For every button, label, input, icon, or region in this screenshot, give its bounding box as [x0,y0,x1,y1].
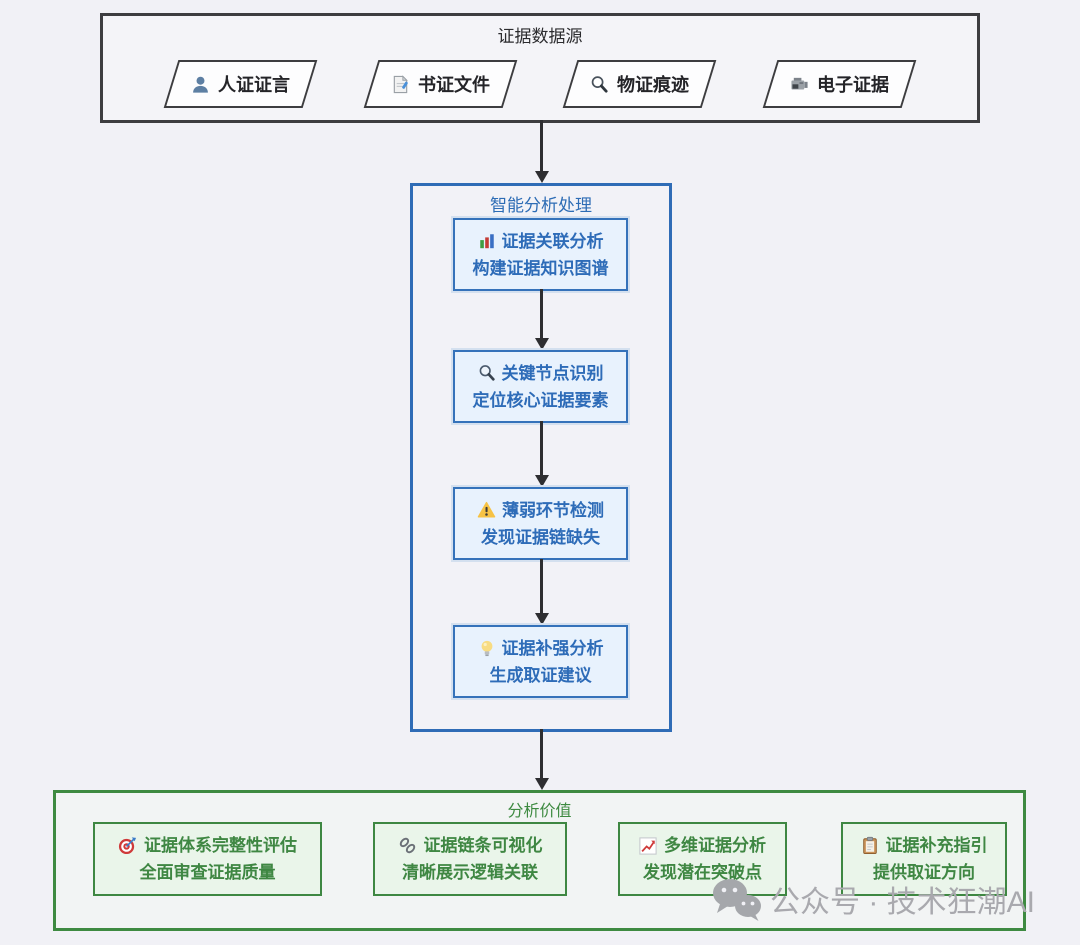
watermark: 公众号 · 技术狂潮AI [710,876,1035,922]
value-line2: 全面审查证据质量 [139,863,276,882]
step-line2: 生成取证建议 [489,665,592,685]
process-step-weakness: 薄弱环节检测 发现证据链缺失 [453,487,628,560]
source-node-witness: 人证证言 [164,60,318,108]
source-node-label: 人证证言 [218,75,291,95]
arrowhead-step3-step4 [534,613,549,625]
arrowhead-sources-to-process [534,171,549,183]
camcorder-icon [790,75,809,94]
value-line1: 证据链条可视化 [423,836,543,855]
line-chart-icon [639,836,657,855]
process-step-reinforce: 证据补强分析 生成取证建议 [453,625,628,698]
evidence-sources-container: 证据数据源 人证证言 [100,13,980,123]
step-line1: 证据补强分析 [501,638,604,658]
value-item-guidance: 证据补充指引 提供取证方向 [841,822,1007,896]
warning-icon [477,501,496,519]
bar-chart-icon [478,232,496,250]
bulb-icon [478,639,496,658]
watermark-text: 公众号 · 技术狂潮AI [770,886,1036,919]
value-item-multidim: 多维证据分析 发现潜在突破点 [618,822,787,896]
process-step-key-nodes: 关键节点识别 定位核心证据要素 [453,350,628,423]
process-step-correlation: 证据关联分析 构建证据知识图谱 [453,218,628,291]
clipboard-icon [861,836,879,855]
source-node-physical: 物证痕迹 [562,60,717,108]
person-icon [191,75,210,94]
arrowhead-step2-step3 [534,475,549,487]
process-container: 智能分析处理 证据关联分析 构建证据知识图谱 关键节点识别 [410,183,672,732]
step-line1: 证据关联分析 [501,231,604,251]
step-line2: 发现证据链缺失 [481,527,600,547]
process-title: 智能分析处理 [490,196,592,215]
arrow-step2-step3 [540,421,543,476]
step-line2: 构建证据知识图谱 [472,258,609,278]
step-line1: 关键节点识别 [501,363,604,383]
document-icon [391,74,410,94]
source-node-label: 电子证据 [816,75,889,95]
arrow-step1-step2 [540,289,543,339]
value-line1: 多维证据分析 [664,836,766,855]
arrow-step3-step4 [540,559,543,614]
value-item-integrity: 证据体系完整性评估 全面审查证据质量 [93,822,322,896]
step-line1: 薄弱环节检测 [502,500,604,520]
arrowhead-process-to-value [534,778,549,790]
source-node-documents: 书证文件 [363,60,518,108]
arrowhead-step1-step2 [534,338,549,350]
arrow-process-to-value [540,729,543,778]
value-container: 分析价值 证据体系完整性评估 全面审查证据质量 [53,790,1026,931]
source-node-electronic: 电子证据 [762,60,916,108]
link-icon [398,836,417,855]
value-line2: 提供取证方向 [873,863,975,882]
value-line1: 证据体系完整性评估 [144,836,297,855]
magnifier-icon [590,75,609,94]
magnifier-icon [478,364,496,382]
source-node-label: 书证文件 [417,75,490,95]
target-icon [118,836,137,855]
value-item-visualization: 证据链条可视化 清晰展示逻辑关联 [373,822,567,896]
step-line2: 定位核心证据要素 [472,390,609,410]
arrow-sources-to-process [540,120,543,171]
wechat-icon [710,876,762,922]
value-line2: 发现潜在突破点 [643,863,762,882]
value-line2: 清晰展示逻辑关联 [402,863,538,882]
source-node-label: 物证痕迹 [617,75,690,95]
evidence-sources-title: 证据数据源 [497,27,583,46]
evidence-sources-row: 人证证言 书证文件 [103,60,977,108]
value-title: 分析价值 [507,803,572,820]
value-line1: 证据补充指引 [885,836,988,855]
